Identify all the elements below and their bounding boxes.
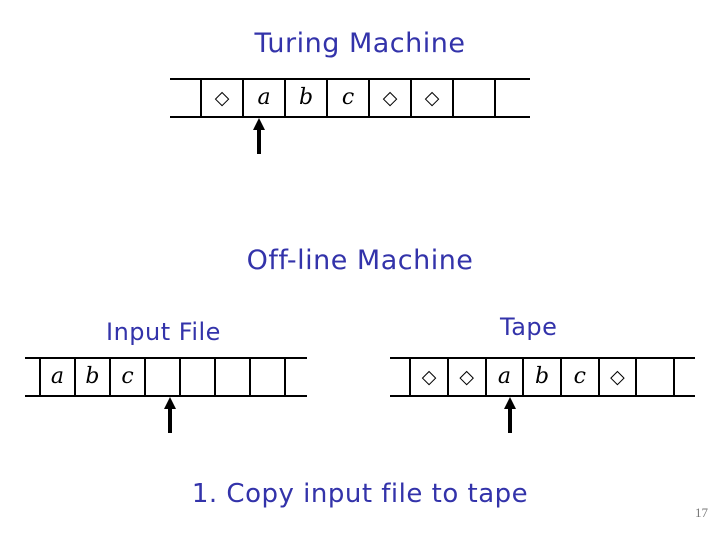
tape-cell: a [242,80,284,116]
tape-cell: b [73,359,109,395]
tape-cell-tail [494,80,530,116]
tape-cell-lead [390,359,409,395]
tape-cell [249,359,284,395]
tape-cell-tail [672,359,695,395]
tape-cell: ◇ [200,80,242,116]
input-file-head-arrow-icon [162,397,178,433]
tape-cell: a [38,359,74,395]
label-tape: Tape [500,313,558,341]
tape-cell [214,359,249,395]
tape-cell: ◇ [410,80,452,116]
tape-cell: c [559,359,598,395]
tape-cell [144,359,179,395]
tape-cell: a [484,359,523,395]
turing-machine-tape: ◇ a b c ◇ ◇ [170,78,530,118]
tape-cell: c [326,80,368,116]
section-title-offline-machine: Off-line Machine [246,245,474,276]
offline-machine-tape: ◇ ◇ a b c ◇ [390,357,695,397]
tape-cell: b [522,359,560,395]
tape-cell [452,80,494,116]
tape-cell: ◇ [446,359,485,395]
tape-cell-lead [25,359,39,395]
tape-cell: b [284,80,326,116]
input-file-tape: a b c [25,357,307,397]
tape-cell: ◇ [368,80,410,116]
tape-cell [179,359,214,395]
page-number: 17 [695,505,708,520]
tape-cell-lead [170,80,200,116]
tape-cell: c [108,359,144,395]
tape-head-arrow-icon [502,397,518,433]
tape-cell-tail [284,359,307,395]
tape-cell: ◇ [409,359,447,395]
tape-cell [635,359,673,395]
tape-cell: ◇ [597,359,636,395]
read-write-head-arrow-icon [251,118,267,154]
page-title-turing-machine: Turing Machine [254,28,466,59]
label-input-file: Input File [106,318,221,346]
step-description: 1. Copy input file to tape [191,479,529,509]
